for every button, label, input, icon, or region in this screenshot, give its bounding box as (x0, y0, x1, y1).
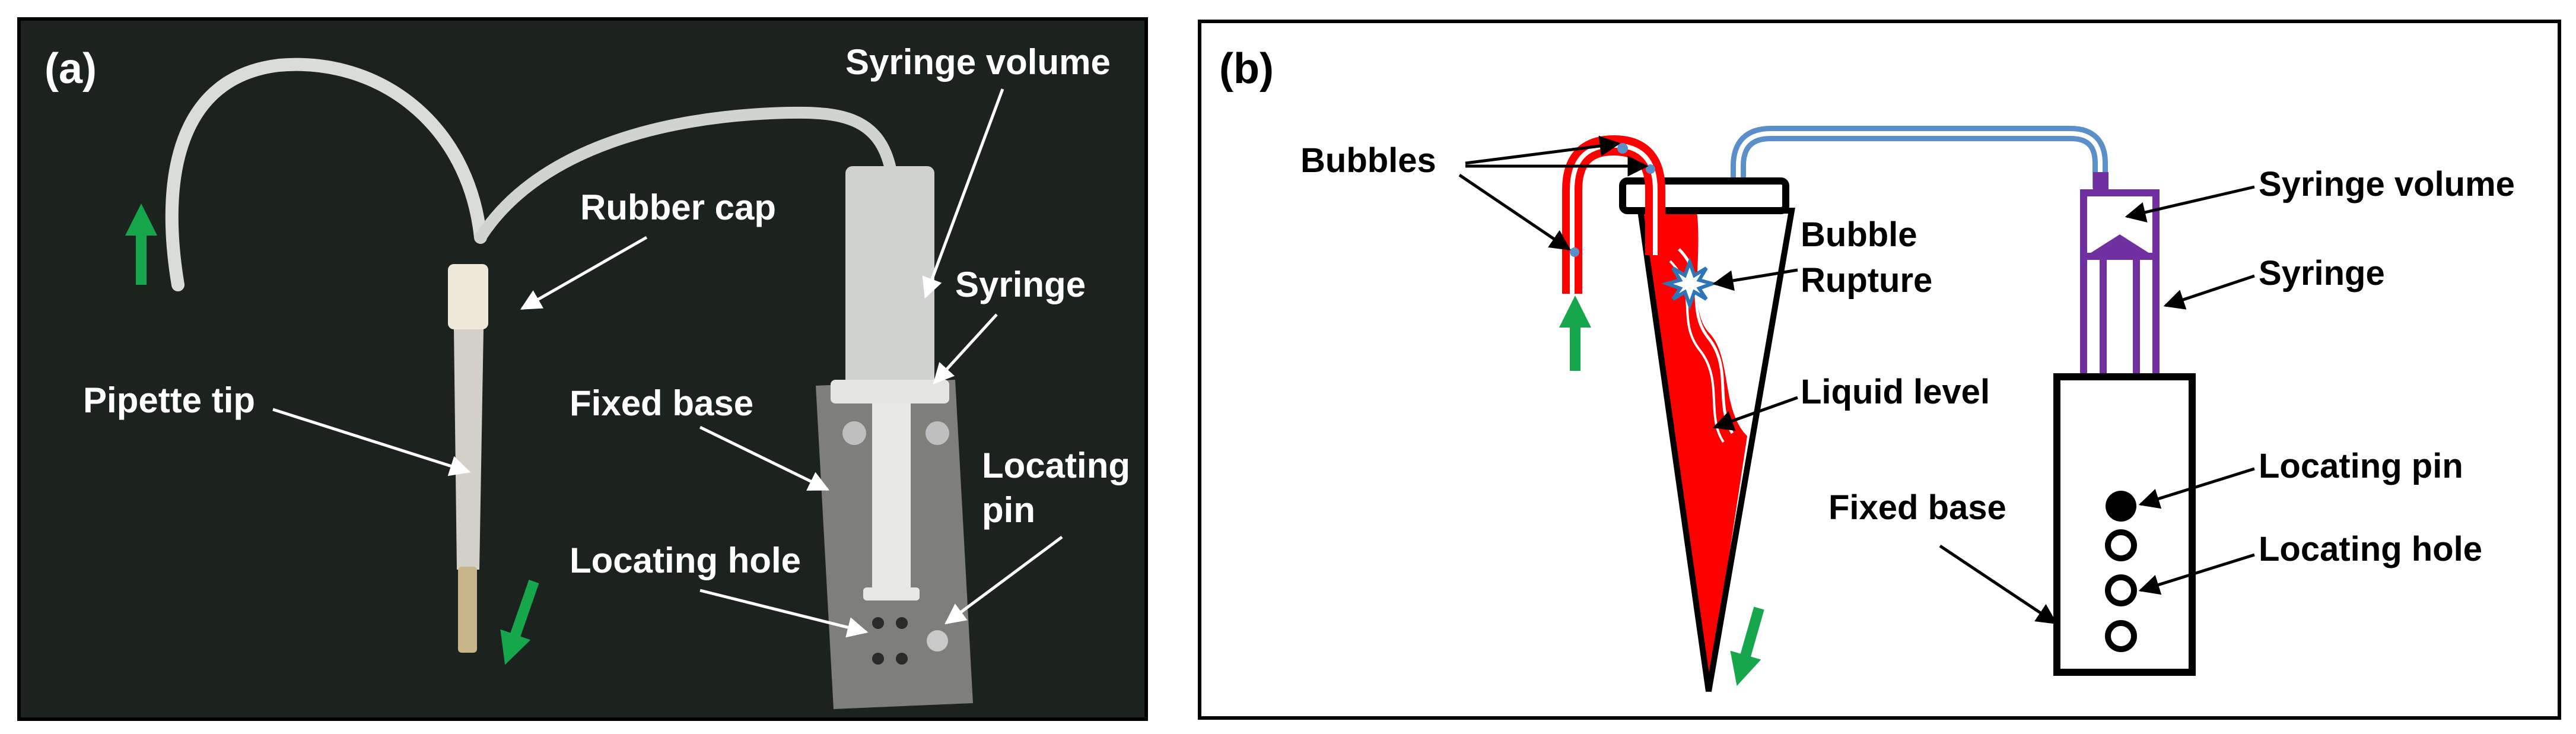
leader-a-locating-pin (944, 535, 1063, 625)
label-a-syringe-volume: Syringe volume (845, 42, 1111, 82)
base-pin (927, 630, 948, 652)
base-hole-2 (896, 617, 908, 629)
cone-air-region (1697, 211, 1747, 436)
label-a-syringe: Syringe (955, 265, 1086, 304)
label-b-liquid-level: Liquid level (1801, 373, 1990, 411)
panel-b-tag: (b) (1219, 45, 1274, 93)
panel-a-tag: (a) (44, 45, 97, 93)
flow-arrow-out-icon (500, 580, 539, 665)
label-b-locating-pin: Locating pin (2259, 447, 2463, 485)
leader-b-fixed-base (1939, 544, 2057, 625)
locating-hole-1 (2105, 529, 2137, 561)
rubber-cap-shape (448, 264, 488, 329)
syringe-barrel (845, 166, 934, 392)
leader-a-fixed-base (699, 425, 830, 491)
label-a-fixed-base: Fixed base (570, 383, 753, 423)
base-hole-4 (896, 653, 908, 665)
label-a-locating-pin-line1: Locating (982, 446, 1130, 485)
label-b-locating-hole: Locating hole (2259, 530, 2482, 568)
label-b-syringe-volume: Syringe volume (2259, 165, 2515, 204)
bubble-rupture-burst-icon (1661, 257, 1718, 310)
locating-hole-2 (2105, 574, 2137, 606)
label-b-fixed-base: Fixed base (1828, 488, 2006, 527)
locating-pin-dot (2106, 491, 2136, 522)
panel-b: (b) Bubbles Bubble Rupture Liquid level … (1198, 20, 2561, 720)
label-b-bubbles: Bubbles (1300, 141, 1436, 180)
panel-a: (a) Syringe volume Rubber cap Syringe Pi… (17, 17, 1148, 721)
flow-arrow-down-icon (1730, 606, 1764, 686)
syringe-piston (2087, 234, 2152, 255)
syringe-plunger (872, 403, 911, 593)
leader-b-bubbles-1 (1465, 135, 1621, 165)
label-b-syringe: Syringe (2259, 254, 2385, 293)
base-hole-3 (872, 653, 884, 665)
syringe-flange (831, 380, 949, 403)
leader-b-liquid-level (1712, 396, 1798, 431)
label-a-pipette-tip: Pipette tip (83, 380, 255, 420)
base-hole-1 (872, 617, 884, 629)
leader-a-pipette-tip (272, 408, 471, 476)
bubble-3 (1570, 247, 1579, 257)
label-b-bubble-rupture-line1: Bubble (1801, 215, 1917, 254)
leader-a-rubber-cap (520, 236, 648, 310)
leader-b-syringe (2163, 274, 2255, 310)
leader-b-syringe-volume (2125, 185, 2255, 223)
tubing-to-syringe (475, 106, 896, 243)
locating-hole-3 (2105, 620, 2137, 652)
bubble-2 (1646, 164, 1655, 174)
label-a-locating-pin-line2: pin (982, 490, 1035, 530)
tubing-left-loop (165, 58, 487, 291)
label-b-bubble-rupture-line2: Rupture (1801, 261, 1932, 300)
pipette-tip-shape (454, 329, 484, 570)
base-screw-2 (926, 421, 949, 445)
leader-b-locating-hole (2138, 553, 2255, 595)
bubble-1 (1617, 143, 1628, 154)
leader-a-syringe-volume (922, 88, 1004, 299)
leader-a-locating-hole (699, 589, 869, 638)
leader-b-bubble-rupture (1712, 268, 1798, 291)
pipette-tip-end (458, 567, 477, 653)
label-a-locating-hole: Locating hole (570, 541, 801, 580)
fixed-base-block (2053, 373, 2196, 676)
syringe-plunger-head (863, 587, 920, 600)
label-a-rubber-cap: Rubber cap (580, 188, 776, 227)
blue-tube-core (1736, 131, 2103, 219)
base-screw-1 (842, 421, 866, 445)
leader-a-syringe (933, 313, 998, 385)
leader-b-bubbles-3 (1458, 173, 1571, 251)
leader-b-locating-pin (2138, 467, 2255, 509)
